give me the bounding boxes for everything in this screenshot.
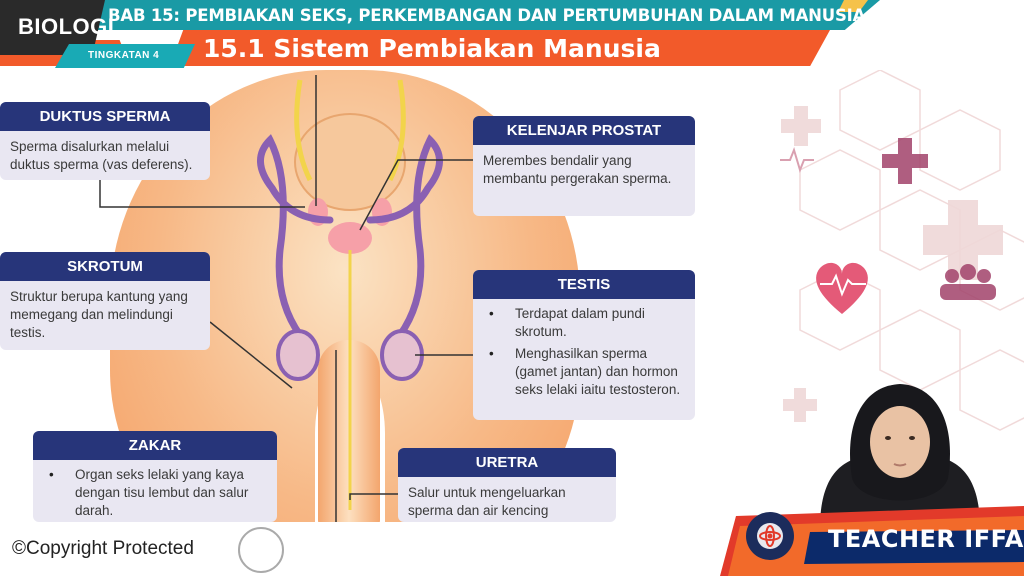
level-label: TINGKATAN 4	[88, 50, 160, 61]
slide-diagram: DUKTUS SPERMA Sperma disalurkan melalui …	[0, 70, 780, 522]
label-uretra: URETRA Salur untuk mengeluarkan sperma d…	[398, 448, 616, 522]
label-testis: TESTIS Terdapat dalam pundi skrotum. Men…	[473, 270, 695, 420]
label-duktus-sperma: DUKTUS SPERMA Sperma disalurkan melalui …	[0, 102, 210, 180]
label-testis-title: TESTIS	[473, 270, 695, 299]
label-skrotum-text: Struktur berupa kantung yang memegang da…	[10, 289, 188, 340]
label-duktus-text: Sperma disalurkan melalui duktus sperma …	[10, 139, 193, 172]
heart-pulse-icon	[816, 262, 868, 314]
label-uretra-title: URETRA	[398, 448, 616, 477]
watermark-logo	[238, 527, 284, 573]
zakar-bullet: Organ seks lelaki yang kaya dengan tisu …	[43, 466, 267, 520]
zakar-bullets: Organ seks lelaki yang kaya dengan tisu …	[33, 460, 277, 522]
header-yellow-accent	[838, 0, 868, 12]
header-orange-bar	[170, 30, 830, 66]
topic-title: 15.1 Sistem Pembiakan Manusia	[203, 34, 661, 63]
label-prostat-text: Merembes bendalir yang membantu pergerak…	[483, 153, 672, 186]
subject-title: BIOLOGI	[18, 14, 115, 39]
label-kelenjar-prostat: KELENJAR PROSTAT Merembes bendalir yang …	[473, 116, 695, 216]
reproductive-organs-diagram	[99, 75, 681, 522]
label-skrotum-title: SKROTUM	[0, 252, 210, 281]
atom-icon	[759, 525, 781, 547]
testis-bullet: Menghasilkan sperma (gamet jantan) dan h…	[483, 345, 685, 399]
copyright-notice: ©Copyright Protected	[12, 538, 194, 559]
medical-background	[780, 70, 1024, 431]
testis-bullets: Terdapat dalam pundi skrotum. Menghasilk…	[473, 299, 695, 411]
header-level-bar	[55, 44, 195, 68]
label-zakar: ZAKAR Organ seks lelaki yang kaya dengan…	[33, 431, 277, 522]
medical-cross-icon	[882, 138, 928, 184]
label-uretra-text: Salur untuk mengeluarkan sperma dan air …	[408, 485, 566, 518]
label-skrotum: SKROTUM Struktur berupa kantung yang mem…	[0, 252, 210, 350]
header-teal-bar	[0, 0, 880, 30]
slide-header: BIOLOGI TINGKATAN 4 BAB 15: PEMBIAKAN SE…	[0, 0, 1024, 70]
presenter-banner	[720, 506, 1024, 576]
label-prostat-title: KELENJAR PROSTAT	[473, 116, 695, 145]
presenter-name: TEACHER IFFAH	[828, 525, 1024, 553]
label-duktus-title: DUKTUS SPERMA	[0, 102, 210, 131]
testis-bullet: Terdapat dalam pundi skrotum.	[483, 305, 685, 341]
doctors-icon	[940, 264, 996, 300]
chapter-title: BAB 15: PEMBIAKAN SEKS, PERKEMBANGAN DAN…	[108, 6, 992, 25]
label-zakar-title: ZAKAR	[33, 431, 277, 460]
